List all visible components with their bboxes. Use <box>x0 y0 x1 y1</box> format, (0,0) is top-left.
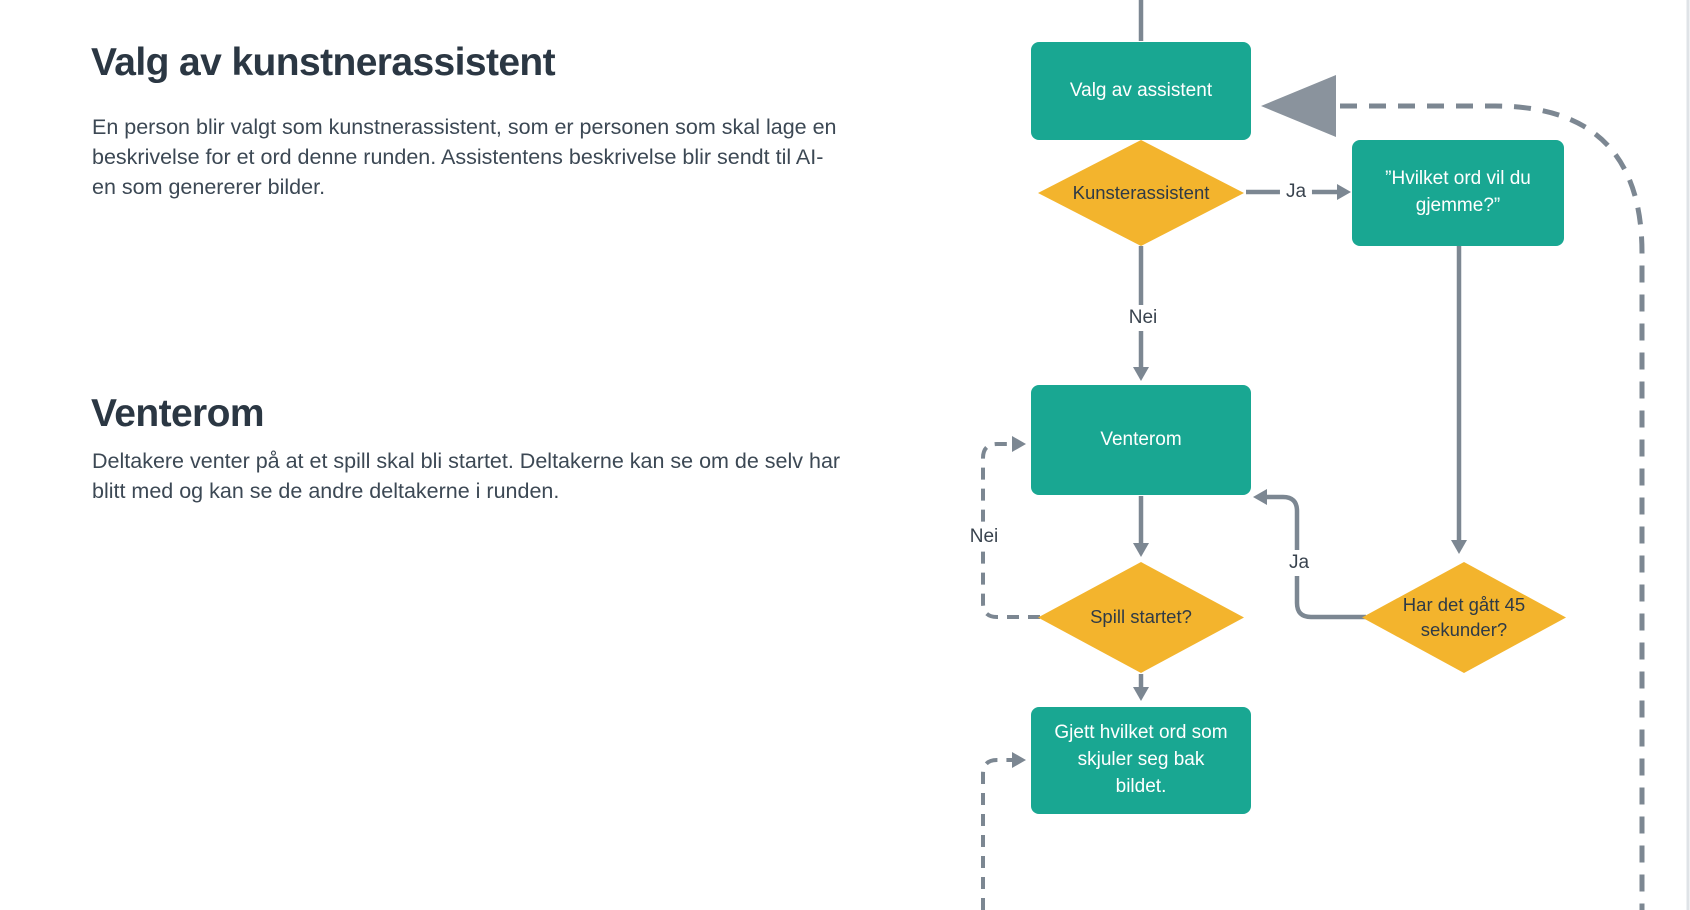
arrowhead-left-venterom <box>1253 489 1267 505</box>
section-heading-valg-av-kunstnerassistent: Valg av kunstnerassistent <box>91 41 556 84</box>
label-ja-har: Ja <box>1282 550 1316 576</box>
arrowhead-down-spill <box>1133 543 1149 557</box>
connector-dashed-return-loop <box>1340 103 1645 910</box>
node-hvilket-ord-label: ”Hvilket ord vil du gjemme?” <box>1385 168 1531 216</box>
node-gjett-ord-label: Gjett hvilket ord som skjuler seg bak bi… <box>1054 722 1228 797</box>
label-ja-kunster: Ja <box>1279 179 1313 205</box>
node-valg-av-assistent: Valg av assistent <box>1031 42 1251 140</box>
arrowhead-down-har <box>1451 540 1467 554</box>
node-spill-startet-label: Spill startet? <box>1090 606 1192 628</box>
big-arrowhead-valg <box>1261 75 1336 137</box>
connector-ja-har-to-venterom <box>1267 494 1366 620</box>
arrowhead-down-venterom <box>1133 367 1149 381</box>
section-body-valg-av-kunstnerassistent: En person blir valgt som kunstnerassiste… <box>92 115 837 199</box>
connector-nei-spill-to-venterom <box>981 442 1040 619</box>
label-nei-kunster: Nei <box>1122 305 1164 331</box>
connector-dashed-bottom-to-gjett <box>981 758 1012 910</box>
node-valg-av-assistent-label: Valg av assistent <box>1069 79 1213 101</box>
arrowhead-down-gjett <box>1133 687 1149 701</box>
label-nei-spill: Nei <box>963 524 1005 550</box>
node-kunsterassistent-label: Kunsterassistent <box>1072 181 1210 203</box>
node-venterom: Venterom <box>1031 385 1251 495</box>
section-heading-venterom: Venterom <box>91 392 265 435</box>
arrowhead-right-hvilket <box>1337 184 1351 200</box>
section-body-venterom: Deltakere venter på at et spill skal bli… <box>92 449 841 503</box>
arrowhead-right-venterom <box>1012 436 1026 452</box>
node-har-det-gatt-label: Har det gått 45 sekunder? <box>1402 594 1526 640</box>
node-gjett-ord: Gjett hvilket ord som skjuler seg bak bi… <box>1031 707 1251 814</box>
arrowhead-right-gjett <box>1012 752 1026 768</box>
node-hvilket-ord: ”Hvilket ord vil du gjemme?” <box>1352 140 1564 246</box>
node-venterom-label: Venterom <box>1100 428 1182 450</box>
